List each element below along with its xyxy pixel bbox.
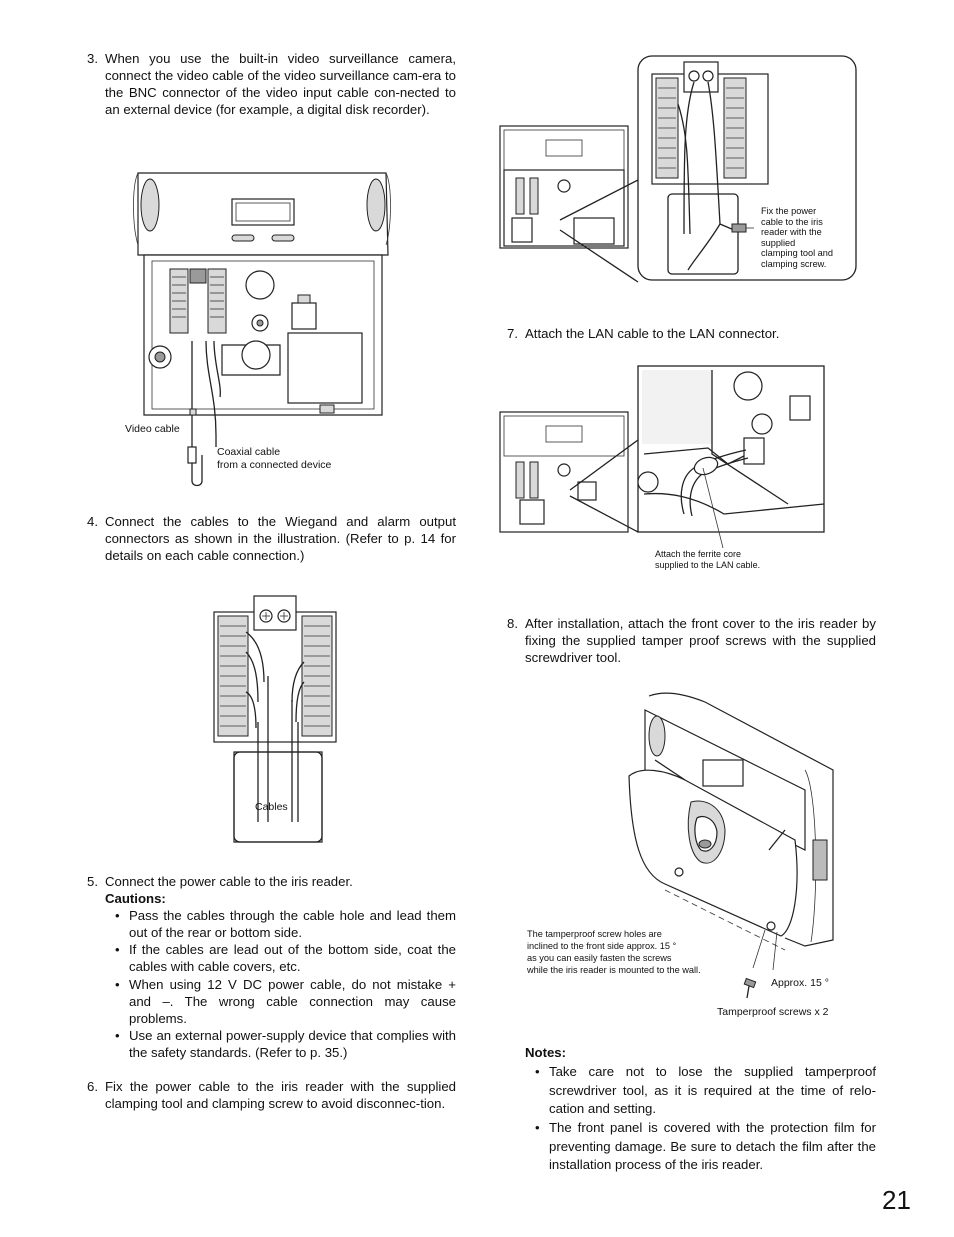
cautions-heading: Cautions: (105, 891, 166, 906)
step-8-text: After installation, attach the front cov… (525, 616, 876, 665)
caution-item: • If the cables are lead out of the bott… (115, 941, 456, 975)
step-4-text: Connect the cables to the Wiegand and al… (105, 514, 456, 563)
video-cable-label: Video cable (125, 423, 180, 435)
bullet: • (535, 1064, 540, 1079)
step-3: 3. When you use the built-in video surve… (87, 50, 456, 140)
lan-ferrite-illustration (499, 365, 825, 549)
step-5-number: 5. (87, 874, 98, 889)
caution-item: • Pass the cables through the cable hole… (115, 907, 456, 941)
approx-angle-label: Approx. 15 ° (771, 977, 829, 989)
wiegand-connector-illustration (213, 595, 337, 843)
step-3-number: 3. (87, 51, 98, 66)
caution-text: Pass the cables through the cable hole a… (129, 908, 456, 940)
power-cable-clamp-illustration (499, 55, 857, 283)
fix-power-label: Fix the power cable to the iris reader w… (761, 206, 834, 269)
step-7: 7. Attach the LAN cable to the LAN conne… (507, 325, 887, 345)
bullet: • (115, 942, 120, 957)
step-3-text: When you use the built-in video surveill… (105, 51, 456, 117)
cables-label: Cables (255, 801, 288, 813)
caution-text: Use an external power-supply device that… (129, 1028, 456, 1060)
coaxial-cable-label: Coaxial cable from a connected device (217, 446, 332, 471)
caution-text: When using 12 V DC power cable, do not m… (129, 977, 456, 1026)
note-item: • Take care not to lose the supplied tam… (535, 1063, 876, 1117)
tamper-holes-label: The tamperproof screw holes are inclined… (527, 929, 701, 975)
bullet: • (115, 977, 120, 992)
step-6-number: 6. (87, 1079, 98, 1094)
bullet: • (115, 1028, 120, 1043)
notes-heading: Notes: (525, 1045, 567, 1060)
tamper-screws-label: Tamperproof screws x 2 (717, 1006, 829, 1018)
caution-text: If the cables are lead out of the bottom… (129, 942, 456, 974)
front-cover-illustration (628, 692, 834, 999)
step-8: 8. After installation, attach the front … (507, 615, 876, 669)
caution-item: • Use an external power-supply device th… (115, 1027, 456, 1061)
step-8-number: 8. (507, 616, 518, 631)
note-text: The front panel is covered with the prot… (549, 1120, 876, 1172)
step-6-text: Fix the power cable to the iris reader w… (105, 1079, 456, 1111)
step-7-text: Attach the LAN cable to the LAN connecto… (525, 326, 780, 341)
bullet: • (535, 1120, 540, 1135)
note-item: • The front panel is covered with the pr… (535, 1119, 876, 1173)
bullet: • (115, 908, 120, 923)
ferrite-core-label: Attach the ferrite core supplied to the … (655, 549, 761, 570)
page-number: 21 (882, 1185, 911, 1215)
step-4-number: 4. (87, 514, 98, 529)
caution-item: • When using 12 V DC power cable, do not… (115, 976, 456, 1028)
step-5-text: Connect the power cable to the iris read… (105, 874, 353, 889)
step-5: 5. Connect the power cable to the iris r… (87, 873, 456, 893)
step-7-number: 7. (507, 326, 518, 341)
step-4: 4. Connect the cables to the Wiegand and… (87, 513, 456, 567)
step-6: 6. Fix the power cable to the iris reade… (87, 1078, 456, 1132)
video-cable-illustration (133, 172, 391, 487)
note-text: Take care not to lose the supplied tampe… (549, 1064, 876, 1116)
